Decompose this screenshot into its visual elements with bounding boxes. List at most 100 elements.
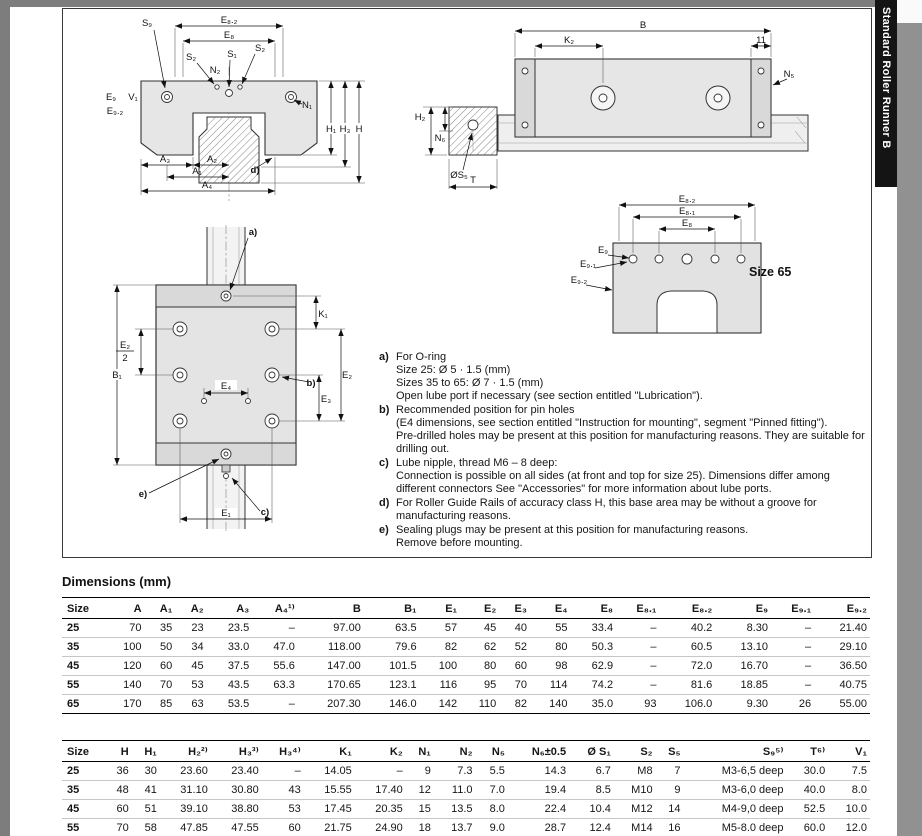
value-cell: –	[252, 618, 298, 638]
value-cell: 70	[499, 675, 530, 695]
column-header: E₃	[499, 597, 530, 619]
value-cell: 17.40	[354, 780, 406, 800]
callout-c: c)	[261, 507, 269, 518]
callout-a: a)	[249, 227, 257, 238]
dim-label: H₁	[326, 124, 336, 135]
column-header: A₃	[206, 597, 253, 619]
column-header: E₉	[715, 597, 772, 619]
value-cell: 31.10	[159, 780, 211, 800]
value-cell: 16.70	[715, 656, 772, 676]
dim-label: N₁	[302, 100, 312, 111]
value-cell: 62.9	[570, 656, 617, 676]
value-cell: 74.2	[570, 675, 617, 695]
column-header: Ø S₁	[569, 740, 614, 762]
dimensions-heading: Dimensions (mm)	[62, 574, 172, 589]
column-header: E₂	[460, 597, 500, 619]
value-cell: 147.00	[297, 656, 364, 676]
value-cell: 7.0	[475, 780, 508, 800]
value-cell: 8.0	[828, 780, 870, 800]
dim-label: K₂	[564, 35, 574, 46]
value-cell: 9	[405, 761, 434, 781]
value-cell: 80	[460, 656, 500, 676]
footnote: d)For Roller Guide Rails of accuracy cla…	[379, 497, 871, 523]
dim-label: ØS₅	[450, 170, 468, 181]
value-cell: 9.0	[475, 818, 508, 836]
value-cell: –	[616, 675, 660, 695]
dim-label: E₉.₁	[580, 259, 596, 270]
footnote-label: d)	[379, 497, 390, 509]
value-cell: 63.3	[252, 675, 298, 695]
value-cell: –	[261, 761, 304, 781]
dim-label: E₂	[120, 340, 130, 351]
value-cell: 110	[460, 694, 500, 714]
value-cell: 12	[405, 780, 434, 800]
value-cell: 57	[419, 618, 461, 638]
dim-label: E₈.₁	[679, 206, 695, 217]
value-cell: 53.5	[206, 694, 253, 714]
value-cell: M5-8.0 deep	[683, 818, 787, 836]
chapter-tab: Standard Roller Runner B	[875, 0, 897, 187]
dim-label: E₈.₂	[221, 15, 238, 26]
value-cell: 21.40	[814, 618, 870, 638]
column-header: B₁	[363, 597, 420, 619]
value-cell: 140	[104, 675, 145, 695]
dim-label: E₄	[221, 381, 231, 392]
column-header: E₉.₁	[771, 597, 815, 619]
size-cell: 35	[62, 780, 104, 800]
value-cell: 36	[104, 761, 132, 781]
value-cell: 63	[175, 694, 207, 714]
value-cell: 101.5	[363, 656, 420, 676]
value-cell: –	[252, 694, 298, 714]
value-cell: 10.4	[569, 799, 614, 819]
column-header: K₁	[303, 740, 355, 762]
value-cell: 43	[261, 780, 304, 800]
dim-label: 2	[122, 353, 127, 364]
value-cell: 12.4	[569, 818, 614, 836]
value-cell: 9.30	[715, 694, 772, 714]
value-cell: 41	[131, 780, 160, 800]
dim-label: H₂	[415, 112, 426, 123]
value-cell: 6.7	[569, 761, 614, 781]
dim-label: E₈	[224, 30, 234, 41]
value-cell: 17.45	[303, 799, 355, 819]
value-cell: 60	[104, 799, 132, 819]
value-cell: 81.6	[659, 675, 716, 695]
value-cell: 60	[499, 656, 530, 676]
value-cell: 28.7	[507, 818, 570, 836]
value-cell: 48	[104, 780, 132, 800]
size-cell: 65	[62, 694, 104, 714]
value-cell: 14	[655, 799, 684, 819]
value-cell: 170	[104, 694, 145, 714]
size65-front-view-drawing: E₈.₂ E₈.₁ E₈ E₉ E₉.₁ E₉.₂	[571, 194, 762, 334]
value-cell: 60	[144, 656, 176, 676]
column-header: H₂²⁾	[159, 740, 211, 762]
size-cell: 55	[62, 675, 104, 695]
scrollbar-track[interactable]	[897, 0, 922, 836]
dim-label: T	[470, 175, 476, 186]
value-cell: 60.0	[786, 818, 829, 836]
callout-b: b)	[307, 378, 316, 389]
value-cell: 118.00	[297, 637, 364, 657]
column-header: S₉⁵⁾	[683, 740, 787, 762]
value-cell: 100	[419, 656, 461, 676]
value-cell: 52	[499, 637, 530, 657]
value-cell: 45	[175, 656, 207, 676]
value-cell: 40.75	[814, 675, 870, 695]
value-cell: 24.90	[354, 818, 406, 836]
dim-label: E₂	[342, 370, 352, 381]
value-cell: 45	[460, 618, 500, 638]
column-header: H	[104, 740, 132, 762]
dim-label: E₈	[682, 218, 692, 229]
dim-label: E₉.₂	[571, 275, 588, 286]
value-cell: 23.40	[210, 761, 262, 781]
value-cell: –	[771, 656, 815, 676]
size-cell: 25	[62, 761, 104, 781]
dim-label: N₆	[435, 133, 446, 144]
